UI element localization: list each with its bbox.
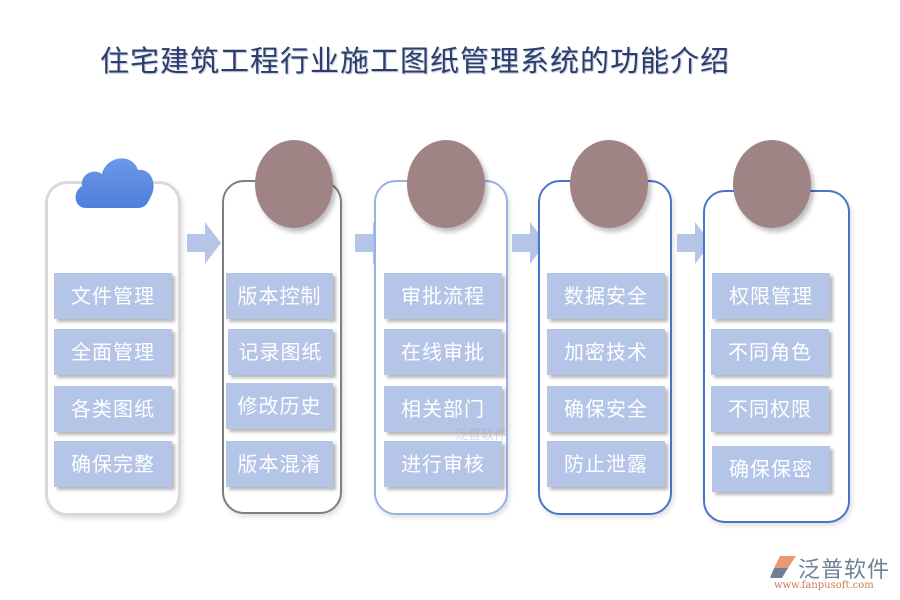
feature-item: 确保保密 [712, 446, 830, 492]
feature-item: 全面管理 [54, 329, 172, 375]
feature-item: 防止泄露 [547, 441, 665, 487]
logo-name: 泛普软件 [798, 558, 891, 583]
feature-item: 在线审批 [384, 329, 502, 375]
feature-item: 数据安全 [547, 273, 665, 319]
arrow-right-icon [677, 222, 711, 264]
page-title: 住宅建筑工程行业施工图纸管理系统的功能介绍 [100, 44, 731, 78]
feature-item: 版本控制 [226, 273, 333, 319]
arrow-right-icon [187, 222, 221, 264]
feature-item: 不同权限 [711, 386, 829, 432]
feature-item: 不同角色 [711, 329, 829, 375]
circle-icon [570, 140, 648, 228]
arrow-right-icon [512, 222, 546, 264]
logo-icon [770, 556, 796, 578]
feature-item: 确保完整 [54, 441, 172, 487]
feature-item: 进行审核 [384, 441, 502, 487]
feature-item: 确保安全 [547, 386, 665, 432]
feature-item: 审批流程 [384, 273, 502, 319]
circle-icon [255, 140, 333, 228]
cloud-icon [75, 158, 154, 208]
feature-item: 修改历史 [226, 383, 333, 429]
feature-item: 加密技术 [547, 329, 665, 375]
circle-icon [733, 140, 811, 228]
feature-item: 相关部门 [384, 386, 502, 432]
brand-logo: 泛普软件 www.fanpusoft.com [766, 552, 896, 596]
feature-item: 文件管理 [54, 273, 172, 319]
logo-url: www.fanpusoft.com [774, 580, 874, 591]
feature-item: 版本混淆 [226, 441, 333, 487]
circle-icon [407, 140, 485, 228]
watermark: 泛普软件 [455, 428, 508, 443]
feature-item: 记录图纸 [228, 329, 333, 375]
feature-item: 权限管理 [712, 273, 830, 319]
feature-item: 各类图纸 [54, 386, 172, 432]
